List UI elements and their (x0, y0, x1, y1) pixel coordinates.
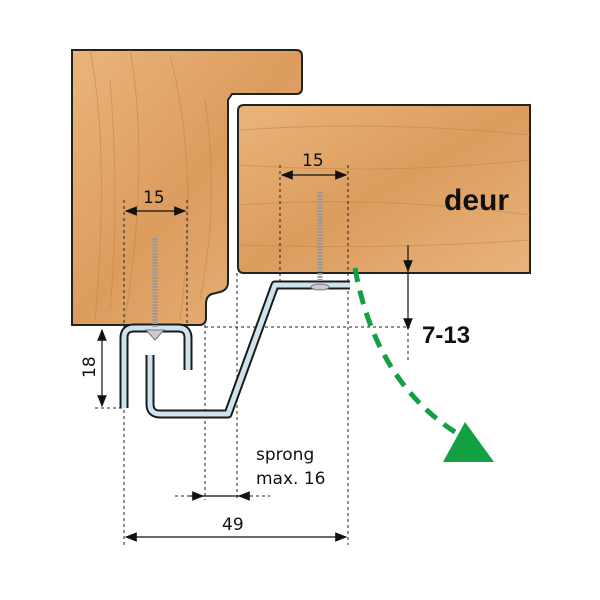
screw-icon (144, 238, 166, 341)
total-width-label: 49 (222, 515, 244, 535)
door-screw-spacing: 15 (302, 151, 324, 171)
rebate-label-line1: sprong (256, 445, 314, 465)
door-grain (239, 125, 531, 248)
door-leaf (237, 104, 531, 274)
profile-height-label: 18 (80, 356, 100, 378)
door-frame (71, 49, 303, 326)
door-swing-arrow (352, 267, 457, 435)
arrow-head-icon (443, 422, 494, 462)
screw-icon (310, 192, 330, 291)
guide-lines (95, 165, 410, 545)
rebate-label-line2: max. 16 (256, 469, 325, 489)
frame-grain (89, 49, 212, 321)
gap-range-label: 7-13 (422, 322, 470, 349)
frame-screw-spacing: 15 (143, 188, 165, 208)
door-label: deur (444, 184, 509, 217)
hinge-profile-fill (121, 282, 350, 417)
